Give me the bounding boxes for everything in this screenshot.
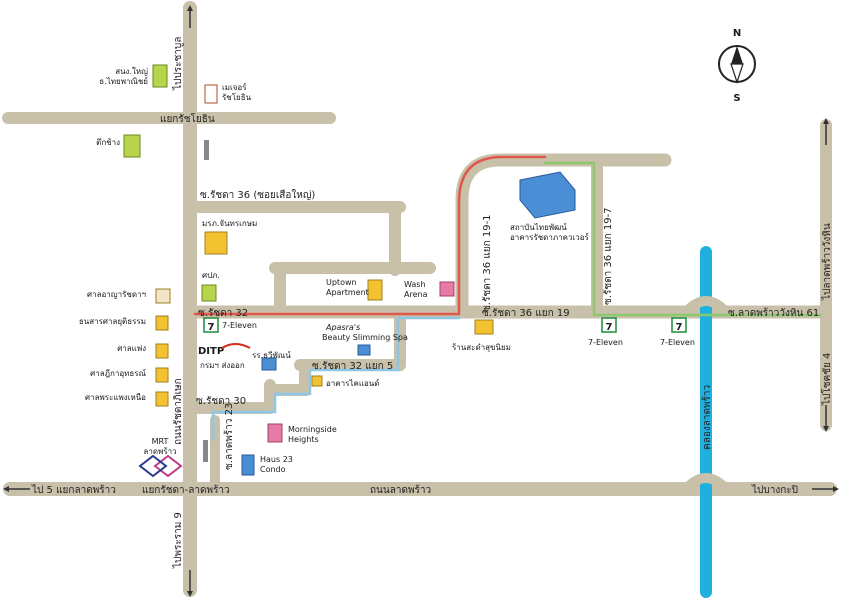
road-label-to-latphrao-wanghin: ไปลาดพร้าววังหิน <box>821 223 833 301</box>
canal-label: คลองลาดพร้าว <box>701 385 713 450</box>
seven-eleven-glyph: 7 <box>208 322 215 333</box>
compass-needle-south <box>730 63 744 84</box>
road-label-latphrao-rd: ถนนลาดพร้าว <box>370 484 431 496</box>
building-icon <box>201 284 217 302</box>
road-label-soi36-top: ซ.รัชดา 36 (ซอยเสือใหญ่) <box>200 189 315 201</box>
road-label-to-chokchai-4: ไปโชคชัย 4 <box>820 353 833 406</box>
building-icon <box>152 64 168 88</box>
road-label-to-bangkapi: ไปบางกะปิ <box>751 484 798 496</box>
seven-eleven-glyph: 7 <box>676 322 683 333</box>
road-soi36-19-1 <box>455 153 672 319</box>
building-icon <box>311 375 323 387</box>
road-label-to-5-yaek: ไป 5 แยกลาดพร้าว <box>31 484 116 496</box>
dtp-logo-text: DITP <box>198 346 224 357</box>
place-labels: สนง.ใหญ่ธ.ไทยพาณิชย์ เมเจอร์รัชโยธิน ตึก… <box>79 67 695 474</box>
traffic-light-icon <box>204 140 209 160</box>
buildings-layer <box>123 64 576 478</box>
building-icon <box>241 454 255 476</box>
place-label-major: เมเจอร์รัชโยธิน <box>222 82 252 102</box>
tower-building-icon <box>519 171 576 219</box>
place-label-seven3: 7-Eleven <box>660 338 695 347</box>
building-icon <box>155 288 171 304</box>
place-label-big-building: ตึกช้าง <box>96 138 120 147</box>
compass-north-label: N <box>733 28 741 39</box>
place-label-court5: ศาลพระแพงเหนือ <box>85 393 146 402</box>
place-label-tower: สถาบันไทยพัฒน์อาคารรัชดาภาควเวอร์ <box>510 222 589 242</box>
building-icon <box>439 281 455 297</box>
traffic-light-icon <box>203 440 208 462</box>
building-icon <box>155 391 169 407</box>
route-blue <box>211 316 461 442</box>
mrt-logo-icon <box>138 454 168 478</box>
route-red <box>193 155 547 316</box>
road-label-soi30: ซ.รัชดา 30 <box>196 396 246 407</box>
place-label-bkk-building: อาคารไคแอนด์ <box>326 378 379 388</box>
road-label-soi32: ซ.รัชดา 32 <box>198 308 248 319</box>
place-label-court1: ศาลอาญารัชดาฯ <box>87 290 146 299</box>
building-icon <box>267 423 283 443</box>
building-icon <box>204 84 218 104</box>
road-label-latphrao-wanghin-61: ซ.ลาดพร้าววังหิน 61 <box>728 307 819 319</box>
place-label-court2: ธนสารศาลยุติธรรม <box>79 317 146 326</box>
building-icon <box>357 344 371 356</box>
building-icon <box>204 231 228 255</box>
road-label-soi32-5: ซ.รัชดา 32 แยก 5 <box>312 361 393 372</box>
building-icon <box>261 357 277 371</box>
seven-eleven-icon <box>601 317 617 333</box>
seven-eleven-glyph: 7 <box>606 322 613 333</box>
place-label-court4: ศาลฎีกาอุทธรณ์ <box>90 368 146 378</box>
road-label-yaek-ratchada-latphrao: แยกรัชดา-ลาดพร้าว <box>142 484 230 496</box>
mrt-logo-icon <box>153 454 183 478</box>
bridge-lower <box>682 473 730 493</box>
compass-needle-north <box>731 46 743 64</box>
route-green <box>543 161 822 317</box>
compass-south-label: S <box>733 93 740 104</box>
place-label-ror-ror: รร.ธวีพัณน์ <box>252 350 291 360</box>
road-arrows <box>2 4 839 597</box>
place-label-scb: สนง.ใหญ่ธ.ไทยพาณิชย์ <box>99 67 148 86</box>
bridge-upper <box>682 296 730 316</box>
road-label-soi36-19-7: ซ.รัชดา 36 แยก 19-7 <box>603 207 614 305</box>
road-labels: ไปประชาบูล ถนนรัชดาภิเษก ไปพระราม 9 แยกร… <box>31 37 833 569</box>
seven-eleven-icon <box>671 317 687 333</box>
place-label-sor-por-kor: ศปภ. <box>202 271 220 280</box>
canal-layer <box>682 246 730 598</box>
road-label-yaek-ratchayothin: แยกรัชโยธิน <box>160 112 215 125</box>
place-label-apasras-2: Beauty Slimming Spa <box>322 333 408 342</box>
road-label-soi36-19: ซ.รัชดา 36 แยก 19 <box>482 308 570 319</box>
road-label-ratchada-lat: ถนนรัชดาภิเษก <box>173 378 184 445</box>
seven-eleven-icons: 7 7 7 <box>203 317 687 333</box>
road-label-pracharat: ไปประชาบูล <box>172 37 184 91</box>
place-label-seven1: 7-Eleven <box>222 321 257 330</box>
place-label-mor-ror-thor: มรภ.จันทรเกษม <box>202 219 257 228</box>
place-label-seven2: 7-Eleven <box>588 338 623 347</box>
dtp-logo: DITP <box>198 343 251 357</box>
route-lines <box>193 155 822 442</box>
building-icon <box>474 319 494 335</box>
compass: N S <box>718 28 756 104</box>
place-label-restaurant: ร้านสะดำสุขนิยม <box>452 343 511 352</box>
place-label-dtp: กรมฯ ส่งออก <box>200 361 245 370</box>
road-label-rama9: ไปพระราม 9 <box>172 512 184 569</box>
building-icon <box>155 315 169 331</box>
building-icon <box>155 367 169 383</box>
place-label-court3: ศาลแพ่ง <box>117 344 146 353</box>
seven-eleven-icon <box>203 317 219 333</box>
road-label-soi36-19-1: ซ.รัชดา 36 แยก 19-1 <box>482 214 493 312</box>
place-label-apasras-1: Apasra's <box>325 323 360 332</box>
building-icon <box>155 343 169 359</box>
building-icon <box>367 279 383 301</box>
building-icon <box>123 134 141 158</box>
road-label-latphrao-23: ซ.ลาดพร้าว 23 <box>223 403 235 470</box>
